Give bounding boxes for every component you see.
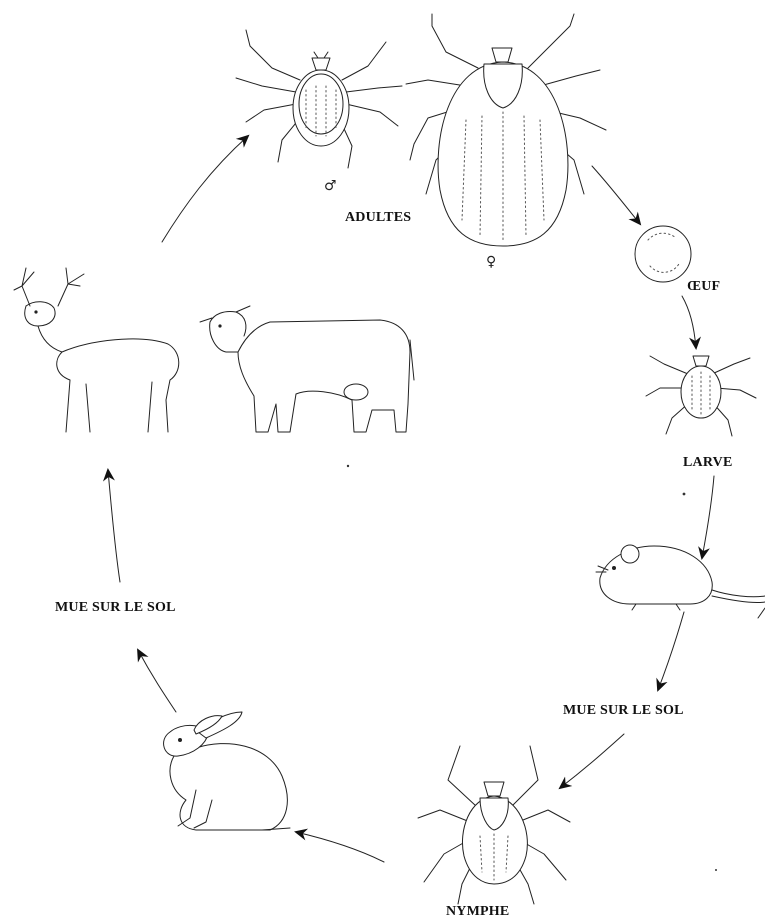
arrow-egg-to-larva — [682, 296, 696, 348]
deer-host-illustration — [14, 268, 179, 432]
arrow-mouse-to-molt — [658, 612, 684, 690]
larve-label: LARVE — [683, 455, 733, 470]
adult-female-tick-illustration — [406, 14, 606, 246]
oeuf-label: ŒUF — [687, 279, 720, 294]
adultes-label: ADULTES — [345, 210, 411, 225]
mue-sol-right-label: MUE SUR LE SOL — [563, 703, 684, 718]
hare-host-illustration — [164, 712, 290, 830]
arrow-molt-to-nymph — [560, 734, 624, 788]
arrow-nymph-to-hare — [296, 832, 384, 862]
adult-male-tick-illustration — [236, 30, 402, 168]
cow-host-illustration — [200, 306, 414, 432]
larva-tick-illustration — [646, 356, 756, 436]
mue-sol-left-label: MUE SUR LE SOL — [55, 600, 176, 615]
female-symbol: ♀ — [486, 254, 496, 270]
arrow-larva-to-mouse — [702, 476, 714, 558]
egg-illustration — [635, 226, 691, 282]
arrow-hare-to-molt — [138, 650, 176, 712]
male-symbol: ♂ — [324, 178, 337, 194]
nymphe-label: NYMPHE — [446, 904, 509, 918]
arrow-female-to-egg — [592, 166, 640, 224]
nymph-tick-illustration — [418, 746, 570, 904]
arrow-deer-to-male — [162, 136, 248, 242]
arrow-molt-to-deer — [108, 470, 120, 582]
mouse-host-illustration — [596, 545, 765, 618]
